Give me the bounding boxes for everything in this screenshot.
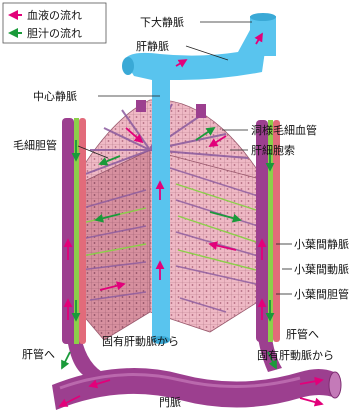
label-sinusoid: 洞様毛細血管: [251, 123, 317, 137]
label-bile-canaliculus: 毛細胆管: [13, 138, 57, 152]
legend-blood-flow: 血液の流れ: [27, 8, 82, 22]
label-from-hepatic-artery-center: 固有肝動脈から: [102, 334, 179, 348]
label-portal-vein: 門脈: [159, 395, 181, 409]
label-inferior-vena-cava: 下大静脈: [140, 15, 184, 29]
label-interlobular-bile-duct: 小葉間胆管: [294, 287, 349, 301]
legend-box: 血液の流れ 胆汁の流れ: [3, 3, 106, 43]
legend-bile-flow: 胆汁の流れ: [27, 26, 82, 40]
label-to-hepatic-duct-right: 肝管へ: [286, 327, 319, 341]
label-interlobular-artery: 小葉間動脈: [294, 262, 349, 276]
label-hepatic-vein: 肝静脈: [136, 39, 169, 53]
label-interlobular-vein: 小葉間静脈: [294, 237, 349, 251]
label-hepatic-cord: 肝細胞索: [251, 143, 295, 157]
label-central-vein: 中心静脈: [33, 89, 77, 103]
portal-triad-left: [62, 118, 86, 344]
label-to-hepatic-duct-left: 肝管へ: [22, 347, 55, 361]
label-from-hepatic-artery-right: 固有肝動脈から: [257, 348, 334, 362]
